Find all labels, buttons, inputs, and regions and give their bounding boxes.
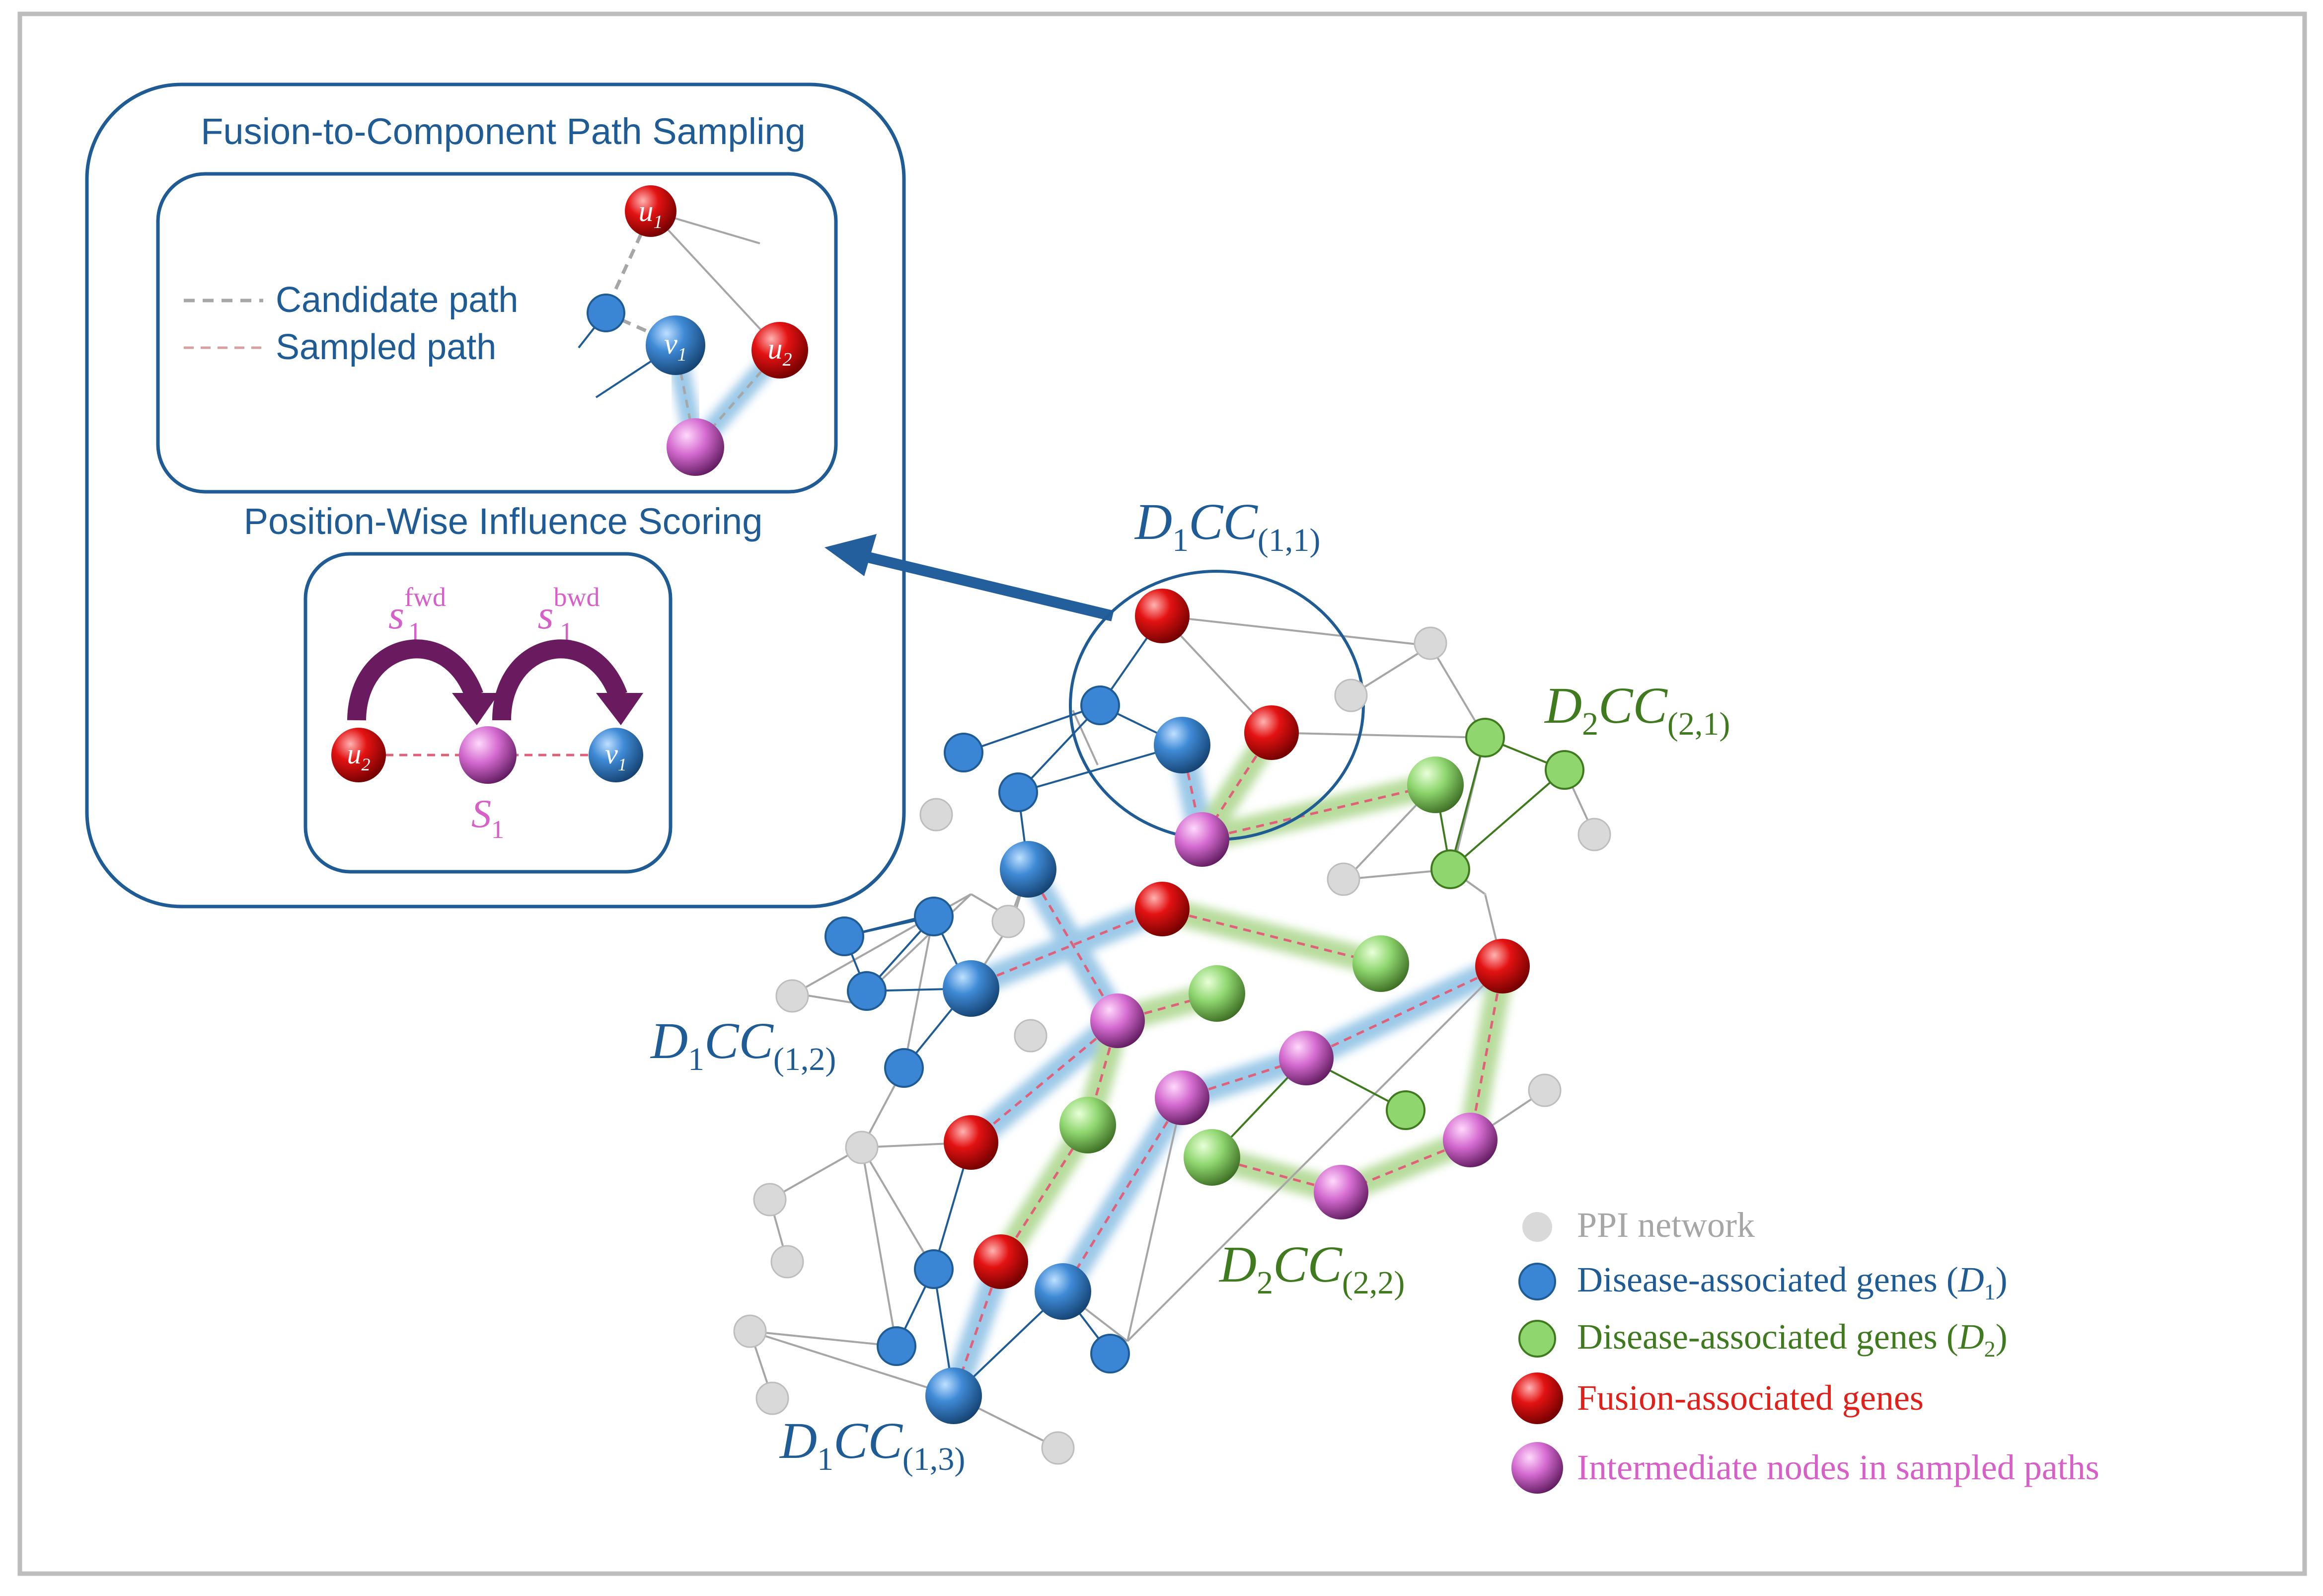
sampled-path-label: Sampled path [276,327,496,367]
inset-node-blue [587,294,625,332]
inset-node-intermediate [667,418,724,476]
legend-intermediate-label: Intermediate nodes in sampled paths [1577,1447,2099,1487]
legend-fusion-swatch [1511,1372,1563,1424]
network: D1CC(1,1) D1CC(1,2) D1CC(1,3) D2CC(2,1) … [650,493,1730,1477]
d1-nodes-flat [824,685,1130,1373]
inset-node-u1 [625,185,676,237]
label-d1cc13: D1CC(1,3) [779,1412,965,1477]
score-node-v1 [589,728,643,782]
inset-edge [650,210,781,351]
influence-arrow-bwd [492,639,627,721]
inset-node-u1-label: u1 [639,195,663,232]
label-d2cc21: D2CC(2,1) [1544,677,1730,742]
label-d2cc22: D2CC(2,2) [1218,1236,1405,1301]
inset-node-v1-label: v1 [664,327,687,365]
legend-ppi-swatch [1522,1212,1552,1242]
d2-nodes-flat [1386,718,1584,1130]
legend-intermediate-swatch [1511,1442,1563,1494]
score-node-u2-label: u2 [347,738,371,774]
inset-title-influence-scoring: Position-Wise Influence Scoring [244,501,763,542]
legend-d2-swatch [1518,1320,1556,1358]
d1-nodes-shaded [925,717,1210,1424]
influence-scoring-box [303,552,673,874]
ppi-nodes [733,626,1611,1465]
legend: PPI network Disease-associated genes (D1… [1511,1205,2099,1494]
fusion-nodes [944,589,1530,1289]
legend-d2-label: Disease-associated genes (D2) [1577,1317,2008,1362]
inset-panel: Fusion-to-Component Path Sampling Candid… [85,82,906,909]
score-node-s1 [459,726,517,784]
inset-node-u2-label: u2 [768,332,792,370]
zoom-arrow [863,551,1114,621]
zoom-arrow-head [824,534,877,576]
label-d1cc12: D1CC(1,2) [650,1012,836,1077]
influence-arrow-fwd [347,639,483,721]
score-node-u2 [331,728,386,782]
legend-d1-label: Disease-associated genes (D1) [1577,1260,2008,1304]
score-fwd-label: sfwd [388,582,446,637]
score-node-s1-label: S1 [471,792,504,844]
influence-arrow-bwd-head [596,693,643,725]
influence-arrow-fwd-head [452,693,499,725]
score-bwd-label: sbwd [538,582,600,637]
inset-candidate-edge [605,311,674,345]
score-node-v1-label: v1 [605,738,627,774]
path-sampling-box [156,172,838,494]
candidate-path-label: Candidate path [276,280,518,320]
intermediate-nodes [1090,812,1498,1219]
inset-title-path-sampling: Fusion-to-Component Path Sampling [201,111,806,152]
legend-fusion-label: Fusion-associated genes [1577,1378,1924,1418]
inset-node-v1 [646,315,705,375]
inset-node-u2 [751,322,808,379]
legend-d1-swatch [1518,1263,1556,1300]
d2-nodes-shaded [1059,757,1464,1186]
legend-ppi-label: PPI network [1577,1205,1755,1245]
label-d1cc11: D1CC(1,1) [1134,493,1320,558]
